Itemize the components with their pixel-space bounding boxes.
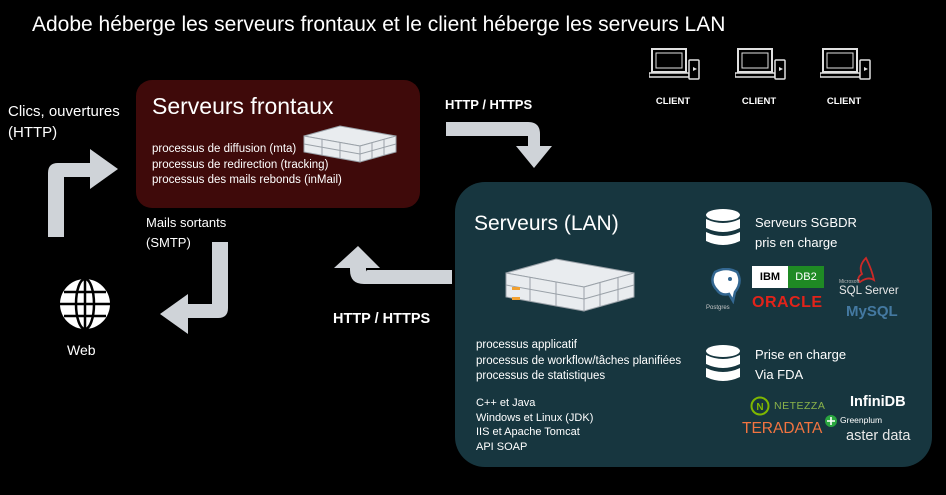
mails-line-2: (SMTP) (146, 235, 191, 250)
fda-line-2: Via FDA (755, 367, 804, 382)
laptop-phone-icon (649, 48, 700, 80)
laptop-phone-icon (820, 48, 871, 80)
db2-logo: DB2 (788, 266, 824, 288)
mails-label: Mails sortants (SMTP) (146, 213, 226, 253)
lan-tech-3: IIS et Apache Tomcat (476, 426, 580, 438)
lan-servers-title: Serveurs (LAN) (474, 212, 619, 235)
lan-process-2: processus de workflow/tâches planifiées (476, 354, 682, 367)
asterdata-logo: aster data (846, 428, 911, 444)
up-right-arrow (48, 149, 118, 237)
ibm-logo: IBM (752, 266, 788, 288)
client-label: CLIENT (826, 96, 862, 107)
mysql-logo: MySQL (846, 303, 898, 320)
sql-server-small-text: Microsoft (839, 279, 860, 285)
netezza-icon: N (750, 396, 770, 416)
postgres-elephant-icon (711, 268, 741, 304)
front-process-1: processus de diffusion (mta) (152, 143, 297, 155)
clicks-label: Clics, ouvertures (HTTP) (8, 101, 120, 143)
lan-tech-1: C++ et Java (476, 397, 536, 409)
sgbdr-line-1: Serveurs SGBDR (755, 215, 857, 230)
client-label: CLIENT (741, 96, 777, 107)
database-icon (706, 209, 740, 245)
up-left-arrow (334, 246, 452, 284)
globe-icon (60, 277, 110, 331)
greenplum-icon (825, 415, 837, 427)
lan-tech-list: C++ et Java Windows et Linux (JDK) IIS e… (476, 396, 593, 454)
sgbdr-line-2: pris en charge (755, 235, 838, 250)
sql-server-icon (857, 256, 876, 284)
fda-line-1: Prise en charge (755, 347, 847, 362)
front-servers-processes: processus de diffusion (mta) processus d… (152, 142, 342, 189)
mails-line-1: Mails sortants (146, 215, 227, 230)
postgres-logo-text: Postgres (706, 305, 730, 311)
server-rack-icon (303, 125, 397, 163)
svg-text:N: N (756, 402, 763, 413)
sql-server-logo: SQL Server (839, 285, 899, 297)
http-label-top: HTTP / HTTPS (445, 97, 533, 112)
lan-process-3: processus de statistiques (476, 370, 606, 382)
clicks-line-2: (HTTP) (8, 124, 58, 141)
right-down-arrow (446, 122, 552, 168)
infinidb-logo: InfiniDB (850, 394, 906, 410)
lan-tech-2: Windows et Linux (JDK) (476, 411, 594, 424)
lan-process-1: processus applicatif (476, 339, 577, 351)
down-left-arrow (160, 242, 228, 334)
fda-label: Prise en charge Via FDA (755, 345, 846, 385)
clicks-line-1: Clics, ouvertures (8, 103, 120, 120)
greenplum-logo: Greenplum (840, 415, 883, 425)
page-title: Adobe héberge les serveurs frontaux et l… (32, 13, 726, 36)
server-rack-icon (505, 258, 635, 312)
lan-processes: processus applicatif processus de workfl… (476, 338, 681, 385)
lan-tech-4: API SOAP (476, 440, 528, 453)
front-process-3: processus des mails rebonds (inMail) (152, 174, 342, 186)
http-label-bottom: HTTP / HTTPS (333, 311, 431, 327)
netezza-logo: NETEZZA (774, 400, 826, 412)
laptop-phone-icon (735, 48, 786, 80)
lan-servers-box (455, 182, 932, 467)
oracle-logo: ORACLE (752, 294, 823, 311)
teradata-logo: TERADATA (742, 420, 823, 437)
web-label: Web (67, 342, 96, 358)
front-servers-title: Serveurs frontaux (152, 93, 334, 119)
database-icon (706, 345, 740, 381)
sgbdr-label: Serveurs SGBDR pris en charge (755, 213, 857, 253)
client-label: CLIENT (655, 96, 691, 107)
front-process-2: processus de redirection (tracking) (152, 158, 329, 171)
